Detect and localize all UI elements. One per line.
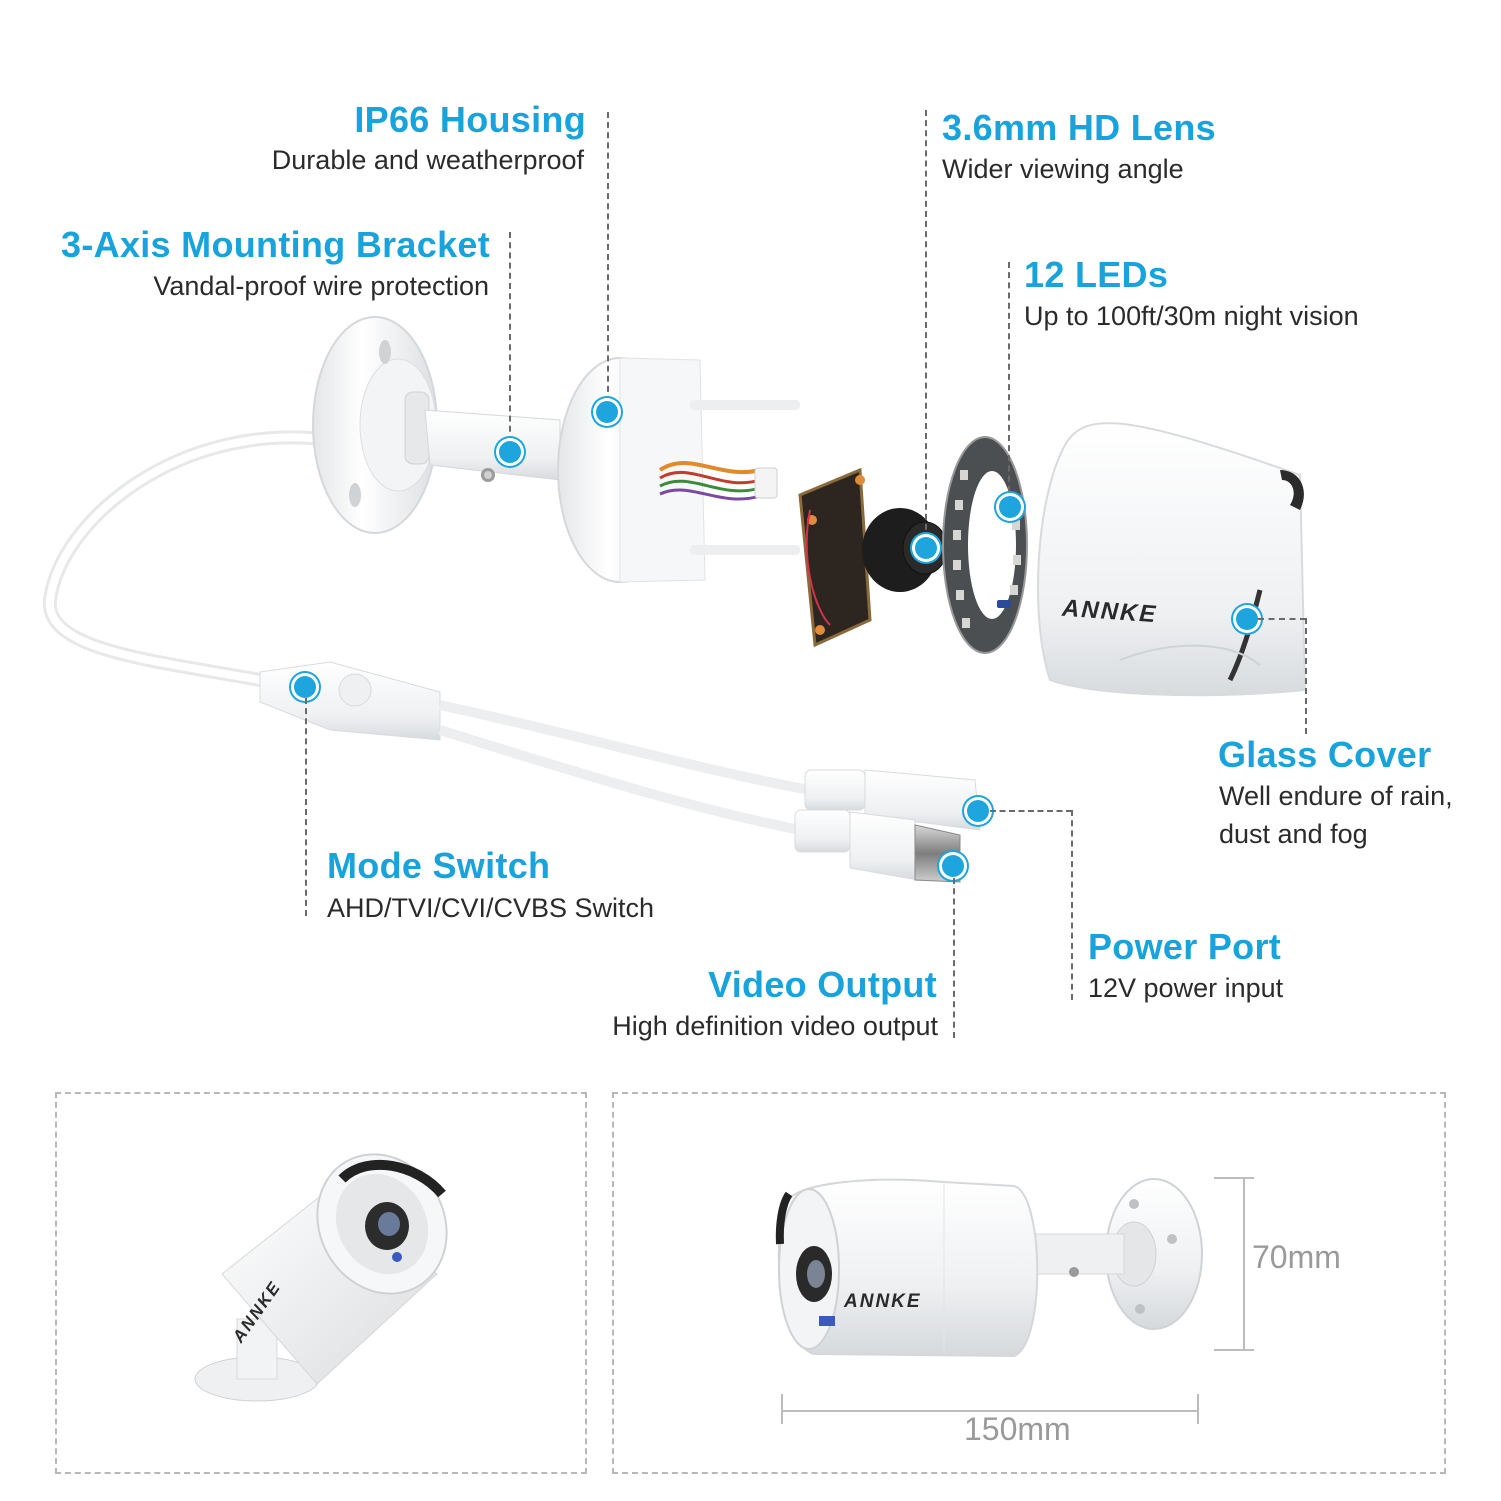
lens-leader-line [925, 110, 927, 540]
callout-power-title: Power Port [1088, 926, 1282, 967]
callout-mode-desc: AHD/TVI/CVI/CVBS Switch [327, 893, 655, 923]
bracket-leader-line [509, 232, 511, 442]
callout-leds-desc: Up to 100ft/30m night vision [1024, 301, 1359, 331]
mode-switch-hotspot-icon[interactable] [294, 676, 316, 698]
height-dimension-label: 70mm [1252, 1239, 1341, 1275]
callout-lens-desc: Wider viewing angle [942, 154, 1184, 184]
angled-camera-image [194, 1153, 448, 1402]
leds-leader-line [1008, 262, 1010, 502]
callout-housing-title: IP66 Housing [354, 99, 586, 140]
dimension-view-panel: ANNKE 70mm 150mm [612, 1092, 1446, 1474]
housing-leader-line [607, 112, 609, 402]
mode-switch-leader-line [305, 698, 307, 916]
callout-lens-title: 3.6mm HD Lens [942, 107, 1216, 148]
callout-video-title: Video Output [708, 964, 937, 1005]
callout-glass-desc-1: Well endure of rain, [1219, 781, 1453, 811]
callout-mode-title: Mode Switch [327, 845, 551, 886]
video-output-hotspot-icon[interactable] [942, 855, 964, 877]
glass-hotspot-icon[interactable] [1236, 608, 1258, 630]
bracket-hotspot-icon[interactable] [499, 441, 521, 463]
housing-back-cap [557, 357, 800, 583]
callout-glass-desc-2: dust and fog [1219, 819, 1368, 849]
callout-leds-title: 12 LEDs [1024, 254, 1169, 295]
power-plug [804, 769, 981, 831]
front-housing [1037, 422, 1307, 697]
callout-bracket-title: 3-Axis Mounting Bracket [61, 224, 490, 265]
power-leader-line-v [1071, 810, 1073, 1000]
callout-bracket-desc: Vandal-proof wire protection [153, 271, 489, 301]
led-ring [942, 436, 1028, 654]
glass-leader-line-v [1305, 618, 1307, 734]
bnc-plug [794, 809, 961, 883]
mount-base [312, 316, 561, 534]
power-port-hotspot-icon[interactable] [967, 800, 989, 822]
length-dimension-label: 150mm [964, 1411, 1071, 1447]
callout-power-desc: 12V power input [1088, 973, 1284, 1003]
side-camera-image [775, 1177, 1254, 1424]
exploded-camera-illustration [42, 316, 1307, 883]
housing-hotspot-icon[interactable] [596, 401, 618, 423]
video-leader-line [953, 878, 955, 1038]
callout-video-desc: High definition video output [612, 1011, 938, 1041]
mode-switch-body [259, 661, 441, 741]
brand-logo-side: ANNKE [844, 1291, 922, 1312]
angled-view-panel: ANNKE [55, 1092, 587, 1474]
callout-glass-title: Glass Cover [1218, 734, 1432, 775]
glass-leader-line-h [1258, 618, 1306, 620]
lens-hotspot-icon[interactable] [915, 537, 937, 559]
power-leader-line-h [990, 810, 1072, 812]
leds-hotspot-icon[interactable] [999, 496, 1021, 518]
callout-housing-desc: Durable and weatherproof [271, 145, 584, 175]
